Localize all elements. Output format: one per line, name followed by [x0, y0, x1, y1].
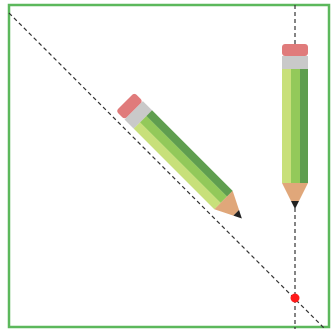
pencil-icon[interactable] — [282, 44, 308, 209]
pencil-body-mid — [291, 69, 300, 183]
marker-dot — [291, 294, 300, 303]
pencil-icon[interactable] — [116, 93, 251, 228]
pencil-ferrule — [282, 56, 308, 69]
diagonal-guide-line — [9, 13, 325, 329]
pencil-eraser — [282, 44, 308, 56]
pencil-wood — [282, 183, 308, 201]
pencil-body-light — [134, 122, 221, 209]
pencil-body-light — [282, 69, 291, 183]
pencil-lead — [291, 201, 299, 209]
pencil-body-dark — [300, 69, 308, 183]
pencil-body-mid — [140, 116, 227, 203]
frame-border — [9, 5, 329, 327]
